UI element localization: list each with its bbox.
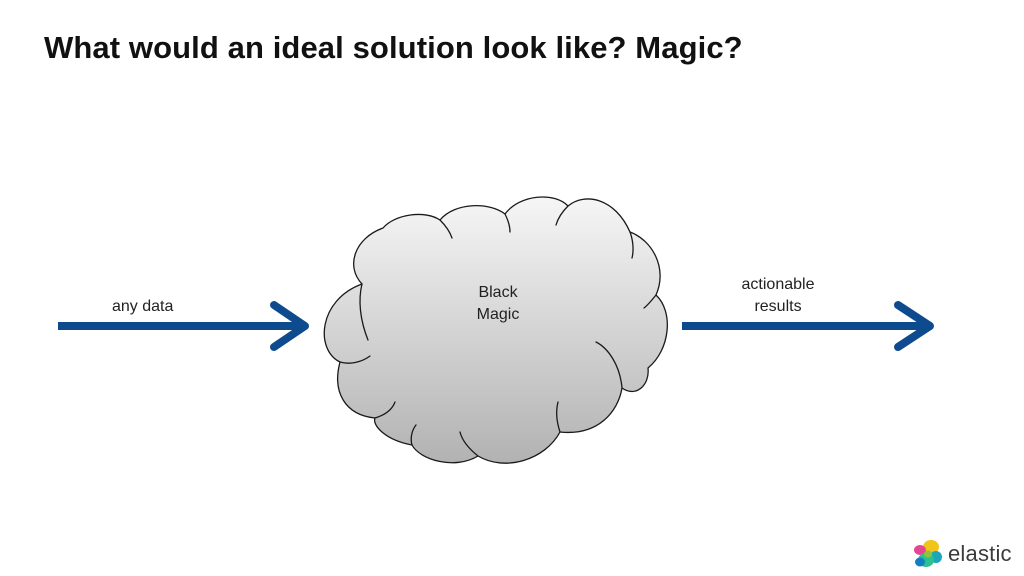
output-arrow <box>682 301 934 351</box>
output-label: actionable results <box>720 274 836 318</box>
input-label: any data <box>112 298 174 315</box>
elastic-logo-icon <box>914 540 942 567</box>
cloud-lobe-line <box>439 219 453 239</box>
cloud-lobe-line <box>339 355 371 364</box>
elastic-wordmark: elastic <box>948 541 1012 566</box>
cloud-lobe-line <box>643 294 657 309</box>
cloud-label-line-1: Black <box>478 284 518 301</box>
cloud-lobe-line <box>359 283 369 341</box>
slide-title: What would an ideal solution look like? … <box>44 30 743 65</box>
output-label-line-1: actionable <box>741 276 815 293</box>
cloud-lobe-line <box>595 341 623 389</box>
cloud-lobe-line <box>629 231 634 259</box>
input-arrow <box>58 301 309 351</box>
cloud-lobe-line <box>410 424 417 446</box>
cloud-label-line-2: Magic <box>476 306 520 323</box>
cloud-lobe-line <box>374 401 396 419</box>
cloud-lobe-line <box>504 213 511 233</box>
cloud-lobe-line <box>555 205 569 226</box>
output-label-line-2: results <box>754 298 802 315</box>
cloud-lobe-line <box>556 401 561 433</box>
black-magic-cloud <box>323 196 668 464</box>
cloud-lobe-line <box>459 431 479 457</box>
cloud-label: Black Magic <box>448 282 548 326</box>
elastic-logo: elastic <box>912 538 1012 570</box>
